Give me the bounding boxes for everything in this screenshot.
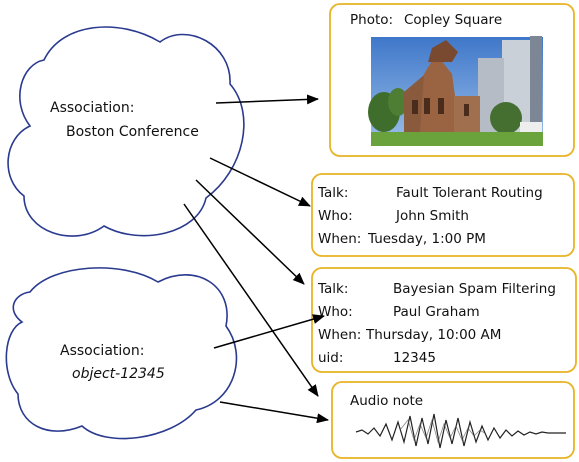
- arrow-object-to-talk2: [213, 314, 325, 349]
- association-label-name: Boston Conference: [66, 124, 199, 140]
- talk-key: Talk:: [317, 185, 348, 201]
- audio-waveform-icon: [355, 413, 566, 449]
- talk-key: Talk:: [317, 281, 348, 297]
- arrow-object-to-audio: [219, 401, 329, 424]
- photo-card: Photo: Copley Square: [329, 3, 575, 157]
- cloud-outline: [5, 267, 238, 440]
- association-label-name: object-12345: [72, 366, 165, 382]
- talk-value: Fault Tolerant Routing: [396, 185, 543, 201]
- who-key: Who:: [318, 304, 353, 320]
- photo-value: Copley Square: [404, 12, 502, 28]
- who-value: Paul Graham: [393, 304, 480, 320]
- who-key: Who:: [318, 208, 353, 224]
- association-label-prefix: Association:: [60, 343, 144, 359]
- arrows: [183, 94, 329, 424]
- uid-key: uid:: [318, 350, 343, 366]
- card-frame: [311, 173, 575, 257]
- when-value: Tuesday, 1:00 PM: [367, 231, 486, 247]
- talk-value: Bayesian Spam Filtering: [393, 281, 556, 297]
- association-cloud-object: Association: object-12345: [5, 267, 238, 440]
- when-key: When:: [318, 327, 361, 343]
- uid-value: 12345: [393, 350, 436, 366]
- talk-card-1: Talk: Fault Tolerant Routing Who: John S…: [311, 173, 575, 257]
- talk-card-2: Talk: Bayesian Spam Filtering Who: Paul …: [311, 267, 577, 373]
- audio-label: Audio note: [350, 393, 423, 409]
- audio-card: Audio note: [331, 381, 575, 459]
- arrow-boston-to-talk2: [195, 179, 305, 285]
- copley-square-photo: [368, 36, 543, 146]
- arrow-boston-to-photo: [215, 94, 319, 105]
- cloud-outline: [7, 26, 245, 237]
- association-label-prefix: Association:: [50, 100, 134, 116]
- when-value: Thursday, 10:00 AM: [365, 327, 501, 343]
- photo-label: Photo:: [350, 12, 393, 28]
- who-value: John Smith: [395, 208, 469, 224]
- arrow-boston-to-audio: [183, 203, 319, 397]
- arrow-boston-to-talk1: [209, 157, 311, 207]
- when-key: When:: [318, 231, 361, 247]
- association-cloud-boston: Association: Boston Conference: [7, 26, 245, 237]
